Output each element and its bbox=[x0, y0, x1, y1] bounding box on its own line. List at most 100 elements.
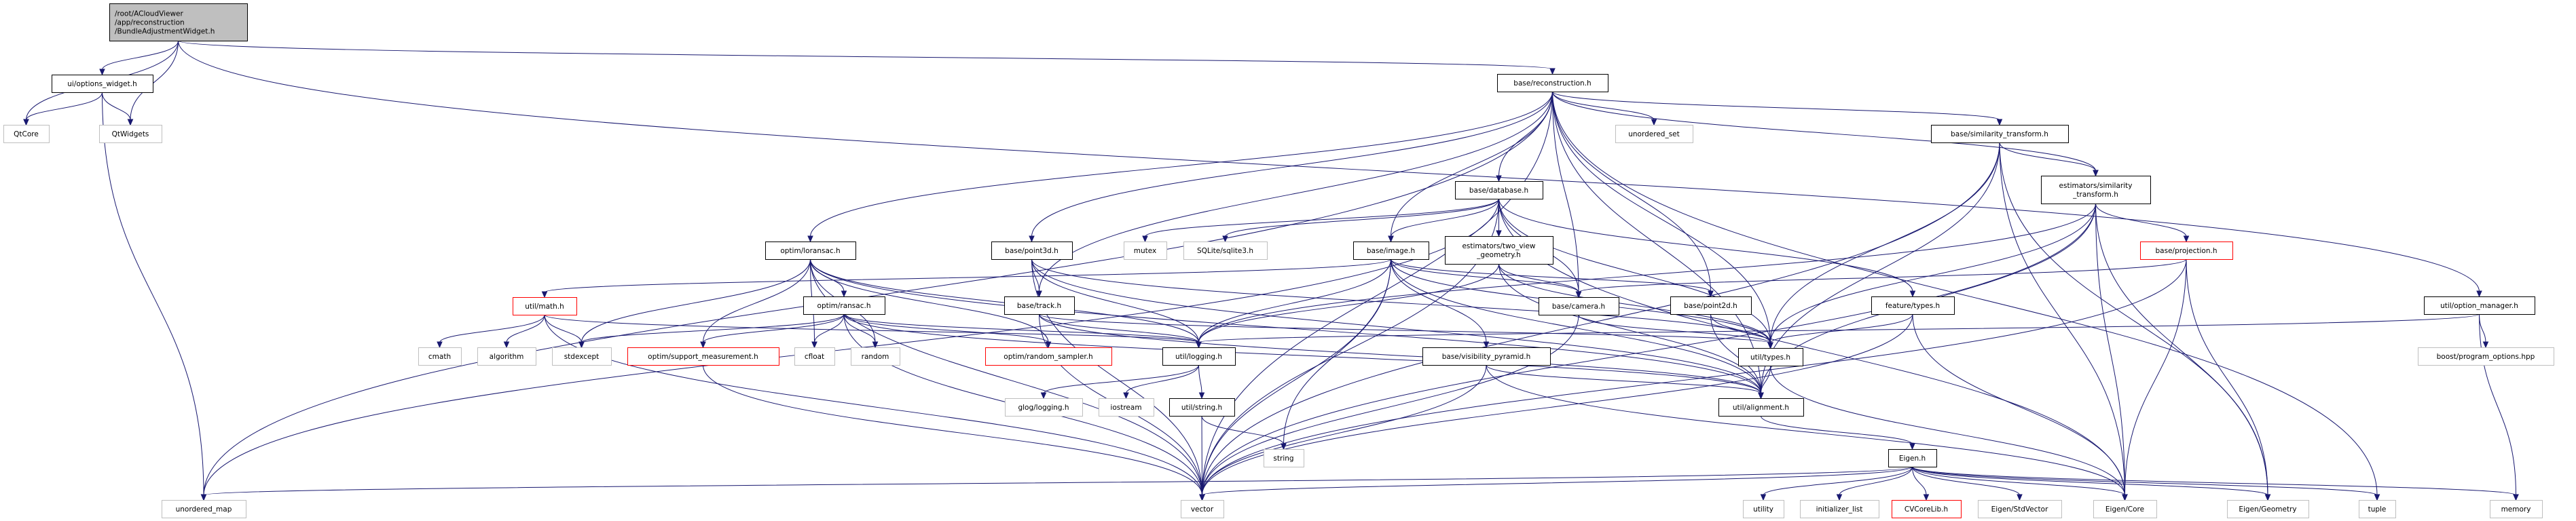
node-box[interactable] bbox=[1497, 74, 1608, 92]
node-box[interactable] bbox=[1422, 347, 1551, 366]
node-eigen-h[interactable]: Eigen.h bbox=[1888, 449, 1937, 467]
node-label: util/option_manager.h bbox=[2440, 302, 2518, 310]
edge-root-to-reconstruction bbox=[178, 40, 1553, 70]
node-label: /BundleAdjustmentWidget.h bbox=[115, 28, 215, 36]
node-point3d[interactable]: base/point3d.h bbox=[991, 242, 1073, 260]
node-box[interactable] bbox=[1353, 242, 1429, 260]
node-two-view[interactable]: estimators/two_view_geometry.h bbox=[1445, 236, 1553, 265]
node-feature-types[interactable]: feature/types.h bbox=[1871, 296, 1955, 315]
edge-loransac-to-alignment bbox=[810, 258, 1761, 394]
node-box[interactable] bbox=[1871, 296, 1955, 315]
node-box bbox=[1099, 398, 1154, 417]
node-ransac[interactable]: optim/ransac.h bbox=[803, 296, 885, 315]
node-box[interactable] bbox=[1892, 500, 1962, 518]
node-box[interactable] bbox=[513, 297, 577, 315]
node-box[interactable] bbox=[52, 75, 153, 93]
node-label: ui/options_widget.h bbox=[67, 80, 136, 88]
node-box bbox=[2418, 347, 2554, 366]
node-box[interactable] bbox=[2140, 242, 2233, 260]
node-label: optim/ransac.h bbox=[817, 302, 871, 310]
node-visibility-pyramid[interactable]: base/visibility_pyramid.h bbox=[1422, 347, 1551, 366]
node-box[interactable] bbox=[1670, 296, 1752, 315]
node-box[interactable] bbox=[1162, 347, 1236, 366]
edge-eigen-h-to-eigen-core bbox=[1912, 466, 2125, 496]
edge-loransac-to-vector bbox=[810, 258, 1202, 496]
node-box[interactable] bbox=[1888, 449, 1937, 467]
arrowhead-icon bbox=[1198, 392, 1205, 400]
node-point2d[interactable]: base/point2d.h bbox=[1670, 296, 1752, 315]
arrowhead-icon bbox=[1281, 443, 1287, 450]
edge-visibility-pyramid-to-eigen-core bbox=[1486, 364, 2125, 496]
node-util-string[interactable]: util/string.h bbox=[1169, 398, 1235, 417]
node-option-manager[interactable]: util/option_manager.h bbox=[2424, 296, 2535, 315]
arrowhead-icon bbox=[1923, 494, 1930, 501]
arrowhead-icon bbox=[2017, 494, 2023, 501]
arrowhead-icon bbox=[2093, 170, 2099, 177]
node-random-sampler[interactable]: optim/random_sampler.h bbox=[985, 347, 1112, 366]
node-box[interactable] bbox=[2424, 296, 2535, 315]
node-box bbox=[1978, 500, 2062, 518]
edge-point2d-to-util-types bbox=[1710, 313, 1771, 344]
edge-ransac-to-cfloat bbox=[814, 313, 845, 343]
node-box[interactable] bbox=[1169, 398, 1235, 417]
node-box bbox=[1615, 125, 1693, 143]
node-track[interactable]: base/track.h bbox=[1004, 296, 1075, 315]
edge-eigen-h-to-utility bbox=[1763, 466, 1913, 496]
node-options-widget[interactable]: ui/options_widget.h bbox=[52, 75, 153, 93]
node-box[interactable] bbox=[803, 296, 885, 315]
arrowhead-icon bbox=[99, 69, 105, 76]
arrowhead-icon bbox=[1708, 290, 1714, 298]
node-math[interactable]: util/math.h bbox=[513, 297, 577, 315]
node-box[interactable] bbox=[985, 347, 1112, 366]
arrowhead-icon bbox=[503, 341, 510, 349]
node-support-measurement[interactable]: optim/support_measurement.h bbox=[627, 347, 779, 366]
edge-feature-types-to-util-types bbox=[1770, 313, 1913, 344]
node-database[interactable]: base/database.h bbox=[1455, 181, 1543, 199]
node-cvcorelib[interactable]: CVCoreLib.h bbox=[1892, 500, 1962, 518]
edge-reconstruction-to-point2d bbox=[1552, 91, 1711, 292]
node-box[interactable] bbox=[1445, 236, 1553, 265]
node-box[interactable] bbox=[1931, 125, 2069, 143]
node-label: /app/reconstruction bbox=[115, 19, 185, 27]
node-projection[interactable]: base/projection.h bbox=[2140, 242, 2233, 260]
node-reconstruction[interactable]: base/reconstruction.h bbox=[1497, 74, 1608, 92]
node-label: util/types.h bbox=[1750, 353, 1790, 362]
node-est-sim[interactable]: estimators/similarity_transform.h bbox=[2041, 176, 2151, 204]
node-box[interactable] bbox=[765, 242, 856, 260]
node-image[interactable]: base/image.h bbox=[1353, 242, 1429, 260]
edge-reconstruction-to-point3d bbox=[1031, 91, 1553, 237]
node-box[interactable] bbox=[2041, 176, 2151, 204]
edge-reconstruction-to-est-sim bbox=[1552, 91, 2096, 172]
nodes-layer: /root/ACloudViewer/app/reconstruction/Bu… bbox=[3, 3, 2554, 518]
edge-reconstruction-to-alignment bbox=[1552, 91, 1761, 394]
node-box[interactable] bbox=[1539, 297, 1619, 315]
node-root[interactable]: /root/ACloudViewer/app/reconstruction/Bu… bbox=[109, 3, 248, 41]
edge-image-to-math bbox=[544, 258, 1391, 293]
edge-loransac-to-stdexcept bbox=[581, 258, 811, 343]
node-box[interactable] bbox=[627, 347, 779, 366]
node-loransac[interactable]: optim/loransac.h bbox=[765, 242, 856, 260]
node-box[interactable] bbox=[1718, 398, 1804, 417]
node-box[interactable] bbox=[1738, 348, 1803, 366]
node-label: util/logging.h bbox=[1175, 353, 1222, 361]
arrowhead-icon bbox=[1040, 392, 1047, 400]
arrowhead-icon bbox=[1029, 235, 1035, 243]
arrowhead-icon bbox=[1836, 494, 1843, 501]
node-camera[interactable]: base/camera.h bbox=[1539, 297, 1619, 315]
arrowhead-icon bbox=[841, 290, 847, 298]
edge-est-sim-to-vector bbox=[1202, 203, 2096, 496]
node-alignment[interactable]: util/alignment.h bbox=[1718, 398, 1804, 417]
node-box[interactable] bbox=[109, 3, 248, 41]
node-label: cfloat bbox=[805, 353, 824, 361]
edge-eigen-h-to-eigen-geometry bbox=[1912, 466, 2268, 496]
arrowhead-icon bbox=[2183, 235, 2190, 243]
node-box[interactable] bbox=[991, 242, 1073, 260]
node-base-sim[interactable]: base/similarity_transform.h bbox=[1931, 125, 2069, 143]
node-box[interactable] bbox=[1004, 296, 1075, 315]
node-box[interactable] bbox=[1455, 181, 1543, 199]
node-util-types[interactable]: util/types.h bbox=[1738, 348, 1803, 366]
edge-reconstruction-to-vector bbox=[1202, 91, 1553, 496]
node-eigen-core: Eigen/Core bbox=[2093, 500, 2157, 518]
node-logging[interactable]: util/logging.h bbox=[1162, 347, 1236, 366]
